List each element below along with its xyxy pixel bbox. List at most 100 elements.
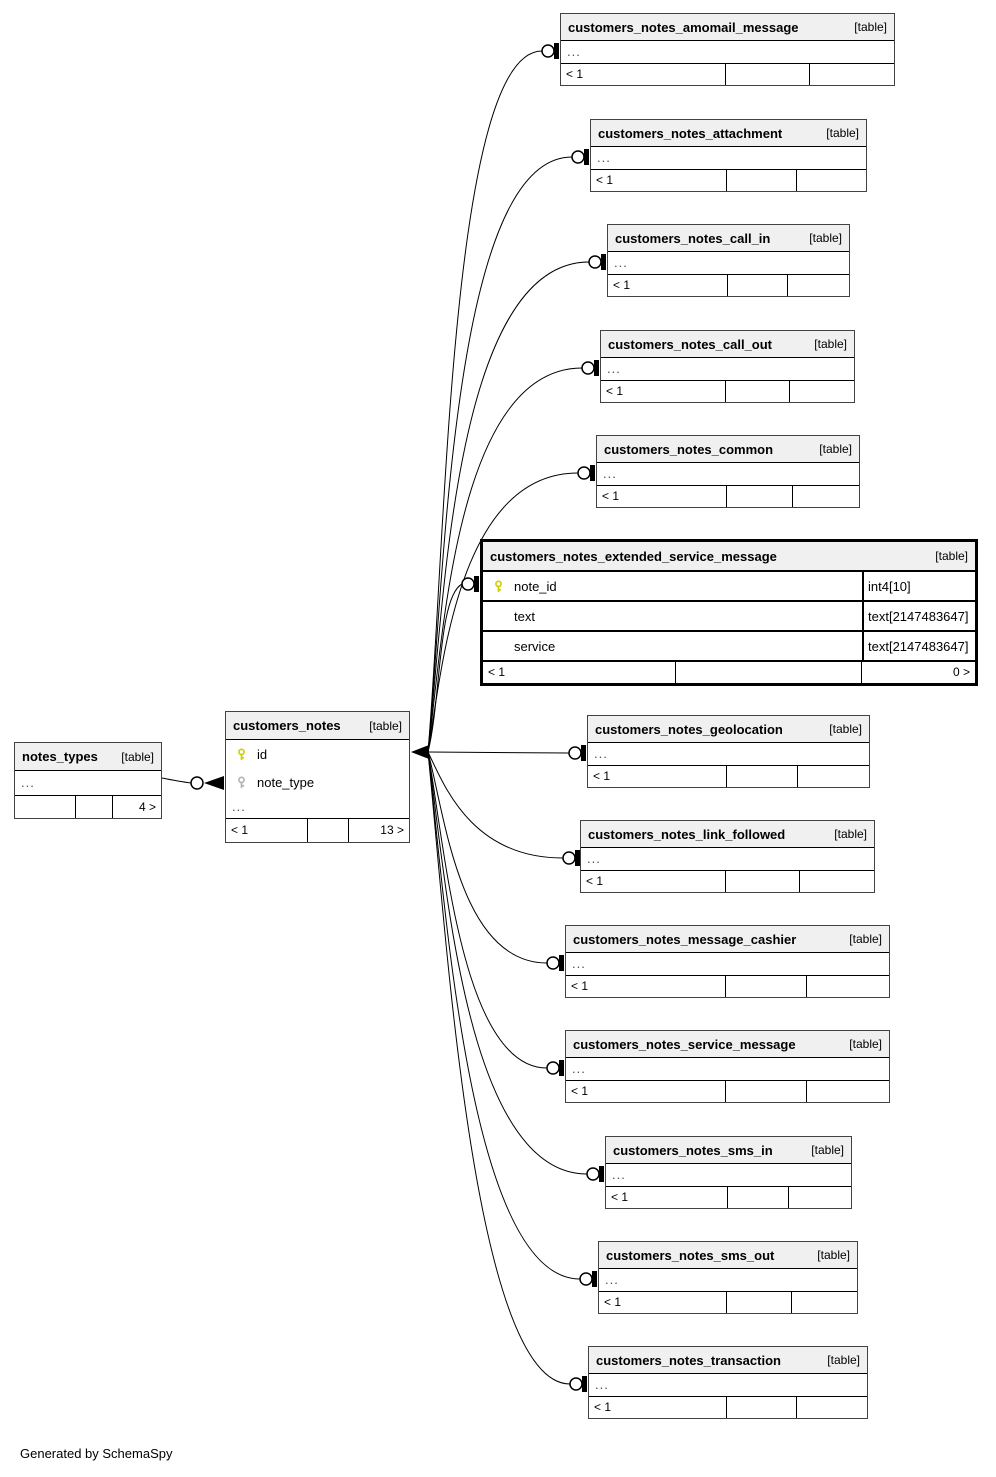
table-footer: < 1 <box>581 870 874 892</box>
table-header: customers_notes_sms_in [table] <box>606 1137 851 1164</box>
footer-children-count[interactable]: < 1 <box>488 665 506 679</box>
table-name[interactable]: customers_notes_sms_in <box>613 1142 773 1158</box>
table-tag: [table] <box>854 20 887 34</box>
table-customers_notes_service_message[interactable]: customers_notes_service_message [table] … <box>565 1030 890 1103</box>
table-name[interactable]: customers_notes_service_message <box>573 1036 796 1052</box>
table-name[interactable]: customers_notes_common <box>604 441 774 457</box>
table-tag: [table] <box>849 1037 882 1051</box>
table-customers_notes_link_followed[interactable]: customers_notes_link_followed [table] ..… <box>580 820 875 893</box>
footer-children-count[interactable]: < 1 <box>586 874 604 888</box>
table-tag: [table] <box>827 1353 860 1367</box>
footer-children-count <box>15 796 75 818</box>
table-name[interactable]: customers_notes_link_followed <box>588 826 786 842</box>
column-type: text[2147483647] <box>862 632 975 660</box>
table-footer: < 1 <box>566 975 889 997</box>
table-name[interactable]: notes_types <box>22 749 98 764</box>
table-name[interactable]: customers_notes_sms_out <box>606 1247 775 1263</box>
foreign-key-icon <box>238 775 245 788</box>
footer-children-count[interactable]: < 1 <box>566 67 584 81</box>
table-tag: [table] <box>121 749 154 764</box>
footer-mid-cell <box>307 819 348 842</box>
table-customers_notes_call_in[interactable]: customers_notes_call_in [table] ... < 1 <box>607 224 850 297</box>
columns-ellipsis: ... <box>612 1167 626 1182</box>
columns-ellipsis: ... <box>607 361 621 376</box>
column-type: text[2147483647] <box>862 602 975 630</box>
table-customers_notes[interactable]: customers_notes [table] id note_type ...… <box>225 711 410 843</box>
column-row-note_type[interactable]: note_type <box>226 768 409 796</box>
table-footer: < 1 <box>608 274 849 296</box>
table-customers_notes_sms_in[interactable]: customers_notes_sms_in [table] ... < 1 <box>605 1136 852 1209</box>
footer-parents-count <box>788 1187 851 1208</box>
columns-ellipsis: ... <box>595 1377 609 1392</box>
column-row-id[interactable]: id <box>226 740 409 768</box>
column-row-text[interactable]: text text[2147483647] <box>483 600 975 630</box>
table-footer: < 1 <box>561 63 894 85</box>
footer-mid-cell <box>725 381 789 402</box>
table-name[interactable]: customers_notes_attachment <box>598 125 783 141</box>
table-customers_notes_extended_service_message[interactable]: customers_notes_extended_service_message… <box>480 539 978 686</box>
table-name[interactable]: customers_notes_extended_service_message <box>490 548 777 564</box>
table-customers_notes_geolocation[interactable]: customers_notes_geolocation [table] ... … <box>587 715 870 788</box>
table-header: notes_types [table] <box>15 743 161 771</box>
footer-children-count[interactable]: < 1 <box>604 1295 622 1309</box>
table-name[interactable]: customers_notes_transaction <box>596 1352 781 1368</box>
column-row-service[interactable]: service text[2147483647] <box>483 630 975 660</box>
table-footer: < 1 <box>588 765 869 787</box>
footer-mid-cell <box>674 662 861 683</box>
table-name[interactable]: customers_notes_call_in <box>615 230 771 246</box>
table-name[interactable]: customers_notes <box>233 718 341 733</box>
footer-mid-cell <box>726 170 795 191</box>
edge-customers_notes_amomail_message <box>427 43 559 753</box>
footer-mid-cell <box>726 766 797 787</box>
footer-parents-count[interactable]: 13 > <box>347 819 409 842</box>
table-name[interactable]: customers_notes_geolocation <box>595 721 783 737</box>
table-header: customers_notes_link_followed [table] <box>581 821 874 848</box>
table-name[interactable]: customers_notes_amomail_message <box>568 19 799 35</box>
table-customers_notes_call_out[interactable]: customers_notes_call_out [table] ... < 1 <box>600 330 855 403</box>
footer-mid-cell <box>725 1292 791 1313</box>
edge-customers_notes_call_in <box>427 254 606 753</box>
generated-by-label: Generated by SchemaSpy <box>20 1446 173 1461</box>
footer-children-count[interactable]: < 1 <box>231 823 249 837</box>
columns-ellipsis: ... <box>572 1061 586 1076</box>
edge-customers_notes_geolocation <box>427 745 586 761</box>
table-footer: < 1 <box>591 169 866 191</box>
table-name[interactable]: customers_notes_message_cashier <box>573 931 797 947</box>
footer-parents-count <box>791 486 859 507</box>
table-header: customers_notes_attachment [table] <box>591 120 866 147</box>
footer-children-count[interactable]: < 1 <box>613 278 631 292</box>
footer-children-count[interactable]: < 1 <box>606 384 624 398</box>
primary-key-icon <box>238 747 245 760</box>
table-footer: < 1 <box>597 485 859 507</box>
footer-parents-count[interactable]: 0 > <box>860 662 975 683</box>
footer-mid-cell <box>75 796 112 818</box>
table-name[interactable]: customers_notes_call_out <box>608 336 773 352</box>
column-row-note_id[interactable]: note_id int4[10] <box>483 572 975 600</box>
column-type: int4[10] <box>862 572 975 600</box>
table-notes_types[interactable]: notes_types [table] ... 4 > <box>14 742 162 819</box>
footer-children-count[interactable]: < 1 <box>571 979 589 993</box>
table-customers_notes_transaction[interactable]: customers_notes_transaction [table] ... … <box>588 1346 868 1419</box>
footer-children-count[interactable]: < 1 <box>602 489 620 503</box>
footer-children-count[interactable]: < 1 <box>593 769 611 783</box>
footer-children-count[interactable]: < 1 <box>611 1190 629 1204</box>
footer-parents-count[interactable]: 4 > <box>111 796 161 818</box>
table-customers_notes_amomail_message[interactable]: customers_notes_amomail_message [table] … <box>560 13 895 86</box>
footer-children-count[interactable]: < 1 <box>571 1084 589 1098</box>
footer-parents-count <box>806 1081 889 1102</box>
columns-ellipsis: ... <box>603 466 617 481</box>
edge-customers_notes_link_followed <box>427 751 580 866</box>
table-customers_notes_message_cashier[interactable]: customers_notes_message_cashier [table] … <box>565 925 890 998</box>
table-header: customers_notes_transaction [table] <box>589 1347 867 1374</box>
column-name: note_type <box>257 774 315 790</box>
table-customers_notes_attachment[interactable]: customers_notes_attachment [table] ... <… <box>590 119 867 192</box>
table-customers_notes_sms_out[interactable]: customers_notes_sms_out [table] ... < 1 <box>598 1241 858 1314</box>
columns-ellipsis: ... <box>232 799 246 814</box>
table-tag: [table] <box>811 1143 844 1157</box>
footer-children-count[interactable]: < 1 <box>596 173 614 187</box>
table-tag: [table] <box>809 231 842 245</box>
edge-customers_notes_sms_out <box>427 751 597 1287</box>
footer-children-count[interactable]: < 1 <box>594 1400 612 1414</box>
table-customers_notes_common[interactable]: customers_notes_common [table] ... < 1 <box>596 435 860 508</box>
footer-parents-count <box>787 275 849 296</box>
